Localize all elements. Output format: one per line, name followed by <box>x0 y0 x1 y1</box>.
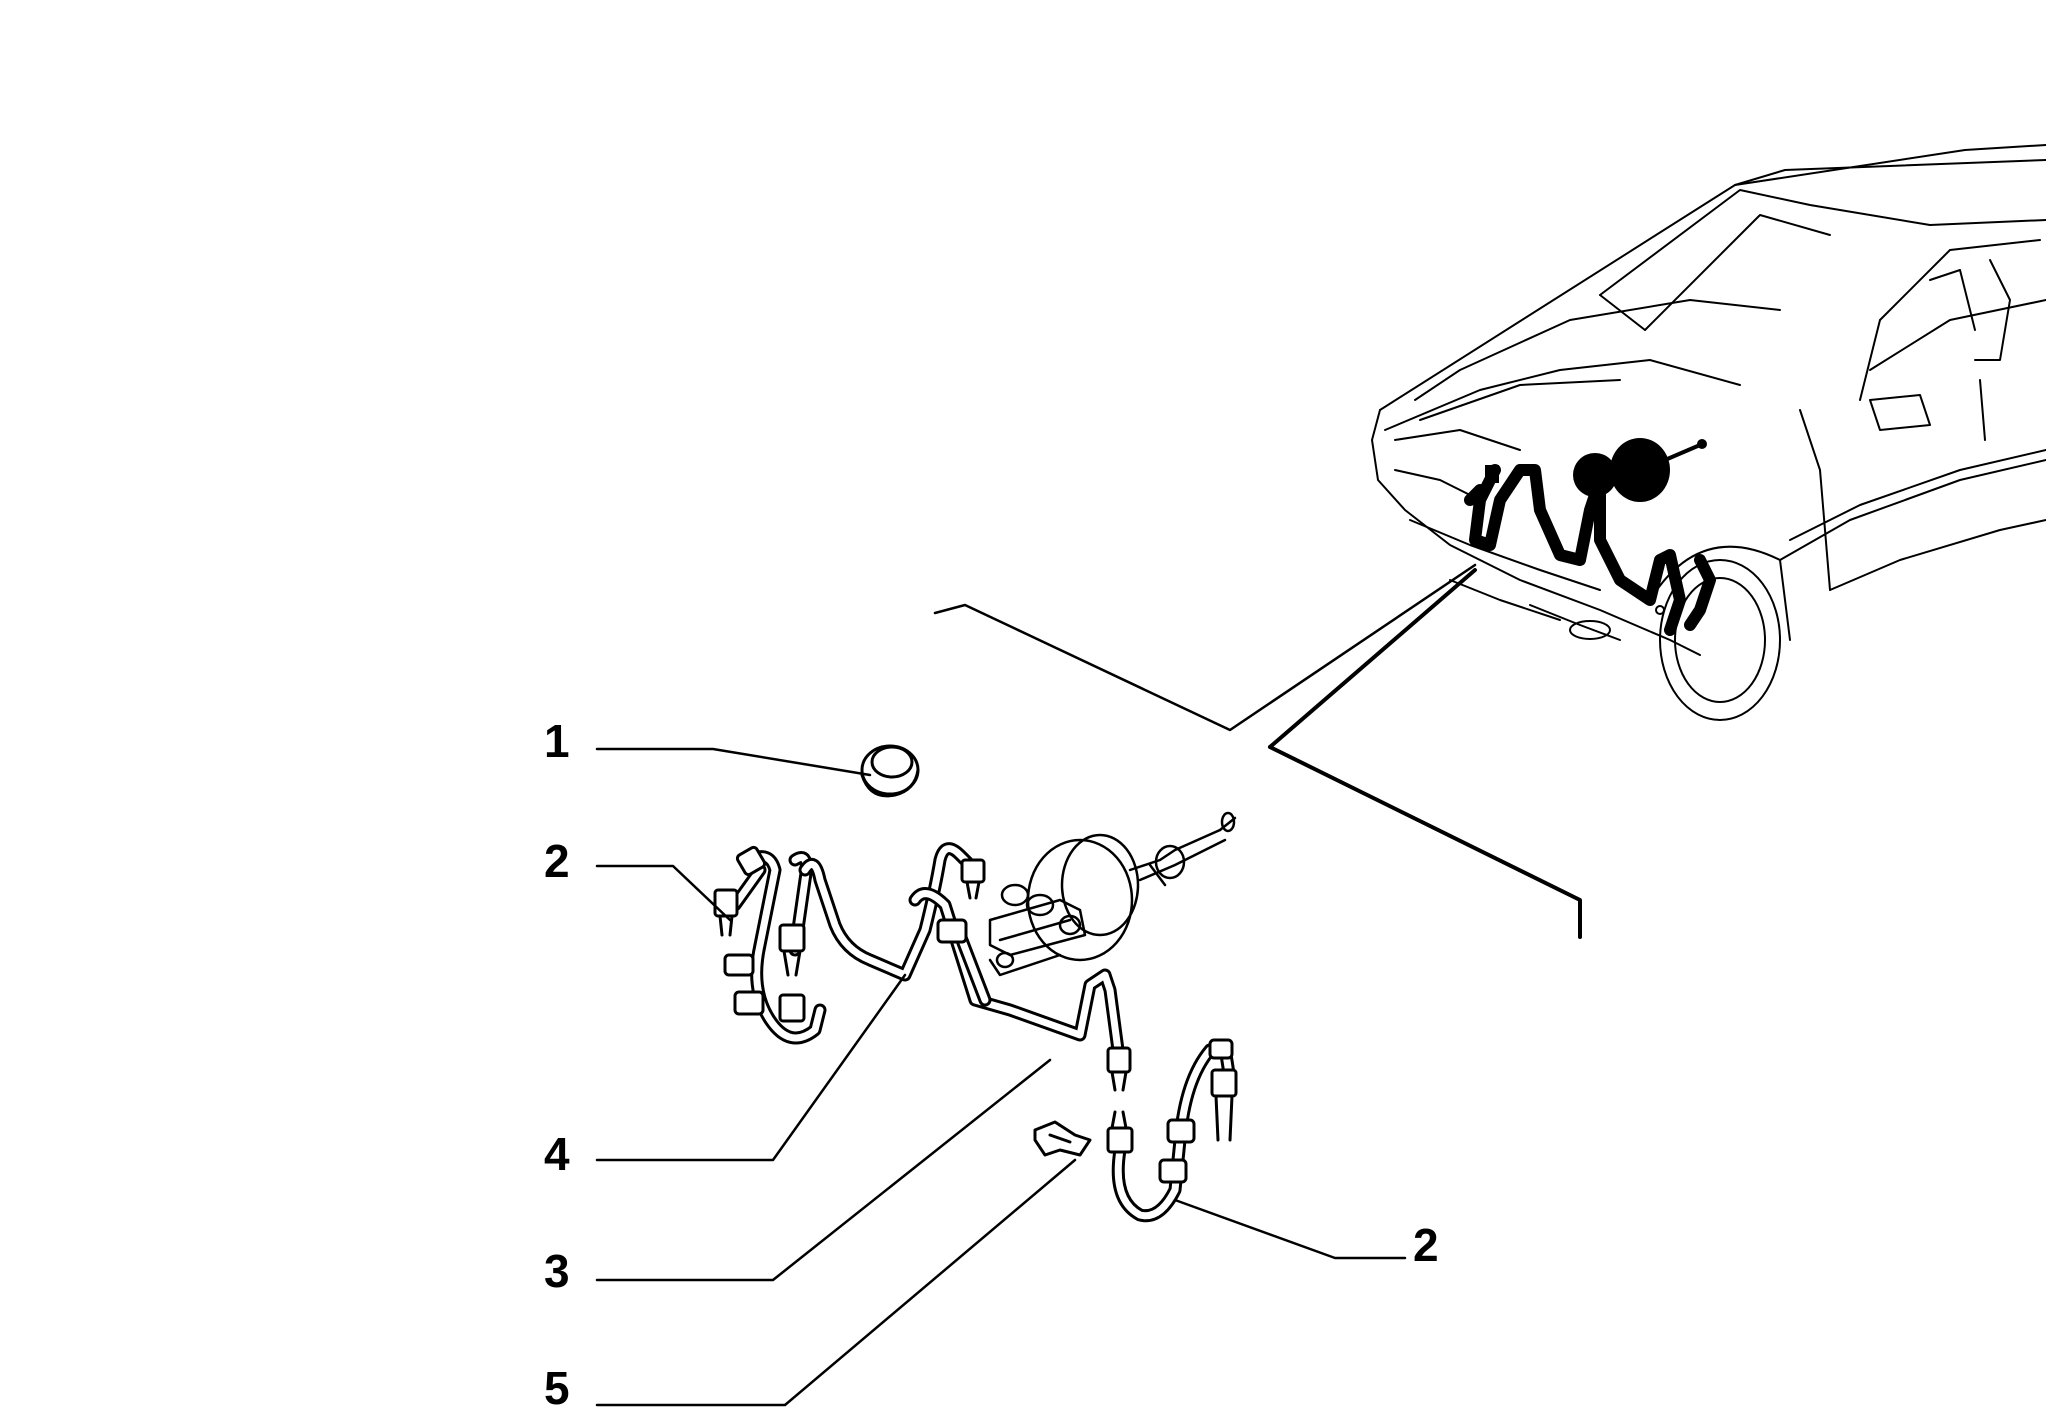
master-cylinder-booster <box>988 811 1237 977</box>
part-4-brake-pipe <box>798 842 986 982</box>
callout-1: 1 <box>544 715 570 767</box>
part-3-brake-pipe <box>908 887 1132 1092</box>
zoom-pointer-lines <box>933 563 1582 939</box>
leader-line-2-left <box>595 864 732 922</box>
car-master-cylinder <box>1485 438 1707 502</box>
callout-4: 4 <box>544 1128 570 1180</box>
part-5-clip <box>1033 1120 1092 1157</box>
car-brake-line-highlight <box>1464 464 1716 636</box>
part-1-grommet <box>860 744 920 798</box>
leader-line-3 <box>595 1058 1052 1282</box>
leader-line-2-right <box>1173 1198 1407 1260</box>
leader-line-5 <box>595 1158 1077 1407</box>
callout-2-left: 2 <box>544 835 570 887</box>
part-2-right-brake-pipe <box>1106 1038 1238 1223</box>
callout-2-right: 2 <box>1413 1219 1439 1271</box>
car-illustration <box>1371 144 2046 721</box>
callout-5: 5 <box>544 1362 570 1414</box>
leader-lines <box>595 747 1407 1407</box>
callout-3: 3 <box>544 1245 570 1297</box>
leader-line-1 <box>595 747 872 777</box>
leader-line-4 <box>595 973 907 1162</box>
